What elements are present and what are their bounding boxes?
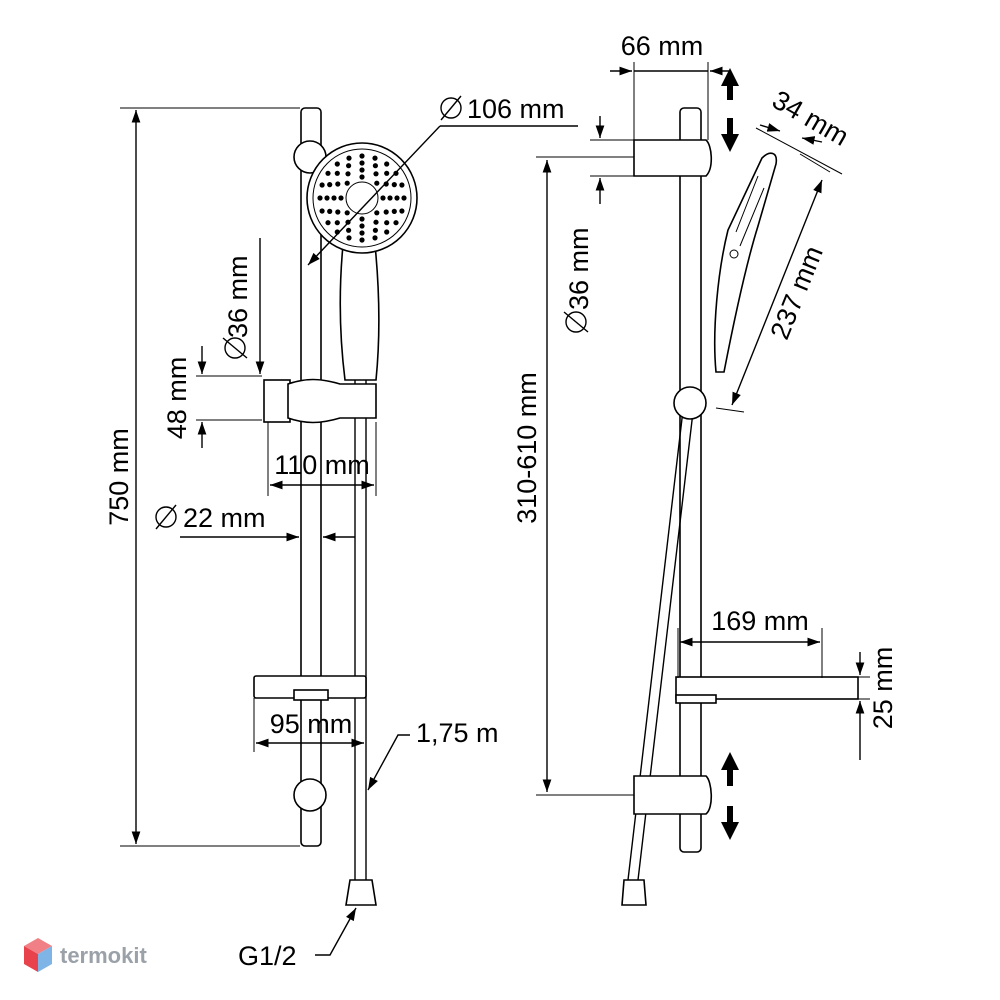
dim-holder-diameter: 36 mm bbox=[223, 255, 253, 338]
watermark-text: termokit bbox=[60, 943, 147, 968]
shelf-side bbox=[675, 676, 859, 700]
nozzle-dot bbox=[374, 180, 380, 186]
dim-thread: G1/2 bbox=[238, 941, 297, 971]
soap-dish-clamp bbox=[293, 689, 329, 701]
nozzle-pattern bbox=[317, 153, 407, 243]
nozzle-dot bbox=[346, 155, 352, 161]
nozzle-dot bbox=[335, 209, 341, 215]
nozzle-dot bbox=[359, 167, 365, 173]
nozzle-dot bbox=[372, 155, 378, 161]
nozzle-dot bbox=[325, 220, 331, 226]
shower-handle-front bbox=[339, 234, 380, 381]
nozzle-dot bbox=[331, 195, 337, 201]
nozzle-dot bbox=[384, 220, 390, 226]
nozzle-dot bbox=[384, 229, 390, 235]
nozzle-dot bbox=[399, 208, 405, 214]
hose-front bbox=[354, 380, 367, 880]
nozzle-dot bbox=[387, 195, 393, 201]
termokit-logo: termokit bbox=[24, 938, 147, 972]
nozzle-dot bbox=[384, 170, 390, 176]
nozzle-dot bbox=[374, 210, 380, 216]
bottom-knob-front bbox=[293, 778, 327, 812]
nozzle-dot bbox=[338, 195, 344, 201]
nozzle-dot bbox=[327, 208, 333, 214]
nozzle-dot bbox=[359, 237, 365, 243]
nozzle-dot bbox=[399, 182, 405, 188]
shower-head-center bbox=[345, 181, 379, 215]
nozzle-dot bbox=[359, 153, 365, 159]
nozzle-dot bbox=[346, 235, 352, 241]
nozzle-dot bbox=[335, 181, 341, 187]
nozzle-dot bbox=[393, 220, 399, 226]
dim-top-holder-diameter: 36 mm bbox=[564, 227, 594, 310]
dim-head-diameter: 106 mm bbox=[467, 94, 565, 124]
top-holder-side bbox=[633, 139, 713, 177]
nozzle-dot bbox=[334, 170, 340, 176]
nozzle-dot bbox=[319, 182, 325, 188]
nozzle-dot bbox=[327, 182, 333, 188]
rail-front bbox=[300, 107, 322, 847]
nozzle-dot bbox=[401, 195, 407, 201]
nozzle-dot bbox=[383, 209, 389, 215]
dim-adjust-range: 310-610 mm bbox=[512, 372, 542, 524]
dim-holder-depth: 110 mm bbox=[274, 450, 370, 480]
nozzle-dot bbox=[394, 195, 400, 201]
front-view: 750 mm 106 mm 36 mm 48 mm 110 mm 22 mm bbox=[104, 94, 578, 971]
dim-shelf-height: 25 mm bbox=[868, 647, 898, 730]
nozzle-dot bbox=[373, 171, 379, 177]
dim-soap-dish-width: 95 mm bbox=[270, 709, 353, 739]
nozzle-dot bbox=[346, 163, 352, 169]
dim-rail-diameter: 22 mm bbox=[183, 503, 266, 533]
bottom-holder-side bbox=[633, 775, 713, 815]
hose-connector-side bbox=[621, 879, 647, 906]
nozzle-dot bbox=[359, 174, 365, 180]
nozzle-dot bbox=[346, 227, 352, 233]
dim-237-line bbox=[731, 179, 823, 406]
nozzle-dot bbox=[334, 220, 340, 226]
hose-connector-front bbox=[345, 879, 377, 906]
dim-106-line bbox=[307, 125, 441, 266]
nozzle-dot bbox=[383, 181, 389, 187]
dim-hose-length: 1,75 m bbox=[416, 718, 499, 748]
nozzle-dot bbox=[373, 219, 379, 225]
nozzle-dot bbox=[380, 195, 386, 201]
nozzle-dot bbox=[325, 170, 331, 176]
nozzle-dot bbox=[359, 216, 365, 222]
nozzle-dot bbox=[334, 161, 340, 167]
nozzle-dot bbox=[344, 210, 350, 216]
slide-arrow-bottom bbox=[721, 752, 739, 840]
side-view: 66 mm 36 mm 34 mm 237 mm 310-610 mm 169 … bbox=[512, 31, 898, 906]
slider-holder-front bbox=[263, 379, 291, 423]
nozzle-dot bbox=[345, 171, 351, 177]
nozzle-dot bbox=[372, 163, 378, 169]
nozzle-dot bbox=[391, 208, 397, 214]
handset-side bbox=[713, 152, 778, 373]
nozzle-dot bbox=[384, 161, 390, 167]
dim-holder-height: 48 mm bbox=[162, 357, 192, 440]
dim-top-offset: 66 mm bbox=[621, 31, 704, 61]
nozzle-dot bbox=[319, 208, 325, 214]
dim-handle-width: 34 mm bbox=[767, 85, 853, 152]
nozzle-dot bbox=[324, 195, 330, 201]
slider-body-front bbox=[287, 378, 377, 424]
nozzle-dot bbox=[372, 235, 378, 241]
shower-head-face bbox=[312, 148, 412, 248]
shower-head-front bbox=[306, 142, 418, 254]
nozzle-dot bbox=[391, 182, 397, 188]
nozzle-dot bbox=[344, 180, 350, 186]
dim-shelf-depth: 169 mm bbox=[711, 606, 809, 636]
dim-handle-length: 237 mm bbox=[764, 242, 828, 344]
nozzle-dot bbox=[359, 223, 365, 229]
nozzle-dot bbox=[359, 230, 365, 236]
slider-knob-side bbox=[673, 386, 707, 420]
nozzle-dot bbox=[359, 160, 365, 166]
slide-arrow-top bbox=[721, 68, 739, 152]
dim-rail-length: 750 mm bbox=[104, 428, 134, 526]
nozzle-dot bbox=[317, 195, 323, 201]
nozzle-dot bbox=[372, 227, 378, 233]
rail-side bbox=[679, 107, 702, 853]
